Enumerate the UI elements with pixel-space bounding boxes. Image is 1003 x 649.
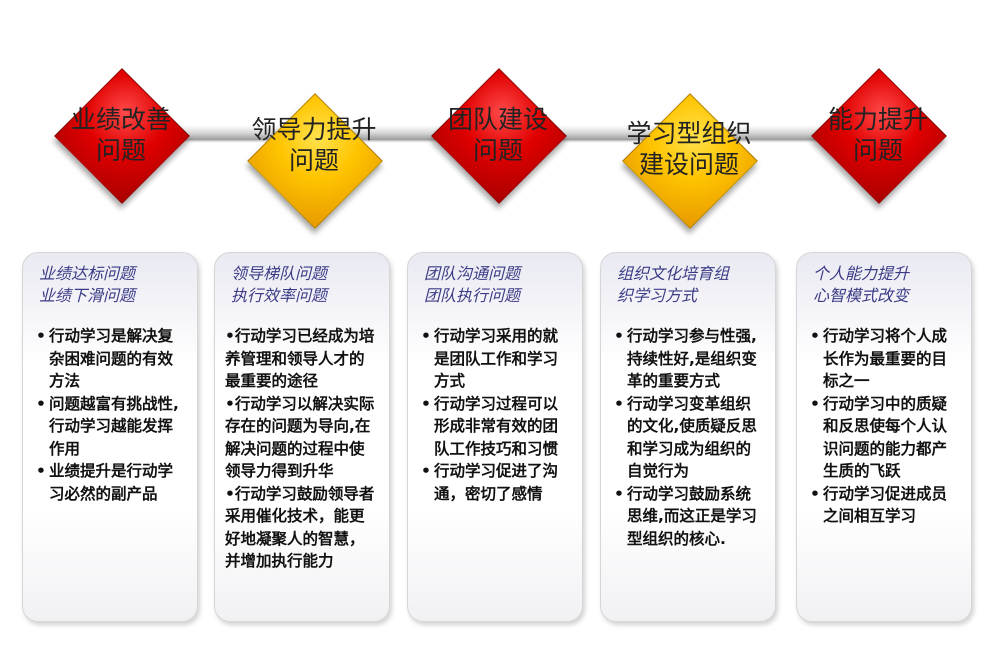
bullet-dot: • bbox=[421, 394, 431, 413]
card-subtitle: 团队沟通问题 团队执行问题 bbox=[424, 264, 521, 305]
bullet-dot: • bbox=[36, 462, 46, 480]
card-5: 个人能力提升 心智模式改变 •行动学习将个人成长作为最重要的目标之一 •行动学习… bbox=[796, 252, 972, 622]
bullet-dot: • bbox=[810, 484, 820, 503]
diamond-label: 团队建设 问题 bbox=[447, 105, 548, 165]
diamond-label: 能力提升 问题 bbox=[827, 105, 928, 165]
bullet-text: 行动学习鼓励系统思维,而这正是学习型组织的核心. bbox=[627, 484, 757, 548]
card-4: 组织文化培育组 织学习方式 • 行动学习参与性强,持续性好,是组织变革的重要方式… bbox=[600, 252, 776, 622]
bullet-text: 行动学习采用的就是团队工作和学习方式 bbox=[434, 327, 559, 390]
bullet-dot: • bbox=[614, 484, 624, 503]
bullet-dot: • bbox=[614, 327, 624, 345]
bullet-dot: • bbox=[614, 394, 624, 413]
bullet-dot: • bbox=[810, 327, 820, 345]
bullet-text: 业绩提升是行动学习必然的副产品 bbox=[49, 462, 174, 503]
list-item: •业绩提升是行动学习必然的副产品 bbox=[33, 460, 187, 505]
bullet-text: 问题越富有挑战性,行动学习越能发挥作用 bbox=[49, 394, 179, 458]
diamond-label: 业绩改善 问题 bbox=[70, 105, 171, 165]
list-item: •行动学习以解决实际存在的问题为导向,在解决问题的过程中使领导力得到升华 bbox=[225, 394, 375, 481]
list-item: •行动学习变革组织的文化,使质疑反思和学习成为组织的自觉行为 bbox=[611, 393, 765, 483]
card-subtitle: 组织文化培育组 织学习方式 bbox=[617, 264, 730, 305]
card-body: •行动学习采用的就是团队工作和学习方式 •行动学习过程可以形成非常有效的团队工作… bbox=[418, 325, 572, 505]
list-item: •行动学习中的质疑和反思使每个人认识问题的能力都产生质的飞跃 bbox=[807, 393, 961, 483]
list-item: •行动学习鼓励系统思维,而这正是学习型组织的核心. bbox=[611, 483, 765, 551]
list-item: •问题越富有挑战性,行动学习越能发挥作用 bbox=[33, 393, 187, 461]
list-item: •行动学习过程可以形成非常有效的团队工作技巧和习惯 bbox=[418, 393, 572, 461]
card-body: •行动学习已经成为培养管理和领导人才的最重要的途径 •行动学习以解决实际存在的问… bbox=[225, 325, 379, 573]
list-item: •行动学习鼓励领导者采用催化技术，能更好地凝聚人的智慧，并增加执行能力 bbox=[225, 484, 375, 571]
card-subtitle: 领导梯队问题 执行效率问题 bbox=[231, 264, 328, 305]
card-subtitle: 个人能力提升 心智模式改变 bbox=[813, 264, 910, 305]
step-diamond-3: 团队建设 问题 bbox=[418, 55, 578, 215]
list-item: •行动学习促进了沟通，密切了感情 bbox=[418, 460, 572, 505]
list-item: •行动学习将个人成长作为最重要的目标之一 bbox=[807, 325, 961, 393]
bullet-text: 行动学习参与性强,持续性好,是组织变革的重要方式 bbox=[627, 327, 757, 390]
bullet-dot: • bbox=[36, 394, 46, 413]
card-subtitle: 业绩达标问题 业绩下滑问题 bbox=[39, 264, 136, 305]
card-body: •行动学习是解决复杂困难问题的有效方法 •问题越富有挑战性,行动学习越能发挥作用… bbox=[33, 325, 187, 505]
list-item: •行动学习促进成员之间相互学习 bbox=[807, 483, 961, 528]
card-3: 团队沟通问题 团队执行问题 •行动学习采用的就是团队工作和学习方式 •行动学习过… bbox=[407, 252, 583, 622]
step-diamond-5: 能力提升 问题 bbox=[798, 55, 958, 215]
bullet-text: 行动学习将个人成长作为最重要的目标之一 bbox=[823, 327, 948, 390]
step-diamond-4: 学习型组织 建设问题 bbox=[609, 80, 769, 240]
bullet-text: 行动学习促进了沟通，密切了感情 bbox=[434, 462, 559, 503]
list-item: •行动学习已经成为培养管理和领导人才的最重要的途径 bbox=[225, 327, 375, 390]
bullet-text: 行动学习是解决复杂困难问题的有效方法 bbox=[49, 327, 174, 390]
list-item: • 行动学习参与性强,持续性好,是组织变革的重要方式 bbox=[611, 325, 765, 393]
list-item: •行动学习是解决复杂困难问题的有效方法 bbox=[33, 325, 187, 393]
step-diamond-2: 领导力提升 问题 bbox=[234, 80, 394, 240]
bullet-dot: • bbox=[36, 327, 46, 345]
diamond-label: 学习型组织 建设问题 bbox=[626, 119, 752, 179]
step-diamond-1: 业绩改善 问题 bbox=[41, 55, 201, 215]
bullet-text: 行动学习促进成员之间相互学习 bbox=[823, 484, 948, 526]
bullet-dot: • bbox=[810, 394, 820, 413]
card-body: •行动学习将个人成长作为最重要的目标之一 •行动学习中的质疑和反思使每个人认识问… bbox=[807, 325, 961, 528]
bullet-text: 行动学习变革组织的文化,使质疑反思和学习成为组织的自觉行为 bbox=[627, 394, 757, 481]
bullet-text: 行动学习过程可以形成非常有效的团队工作技巧和习惯 bbox=[434, 394, 559, 458]
card-body: • 行动学习参与性强,持续性好,是组织变革的重要方式 •行动学习变革组织的文化,… bbox=[611, 325, 765, 550]
bullet-dot: • bbox=[421, 327, 431, 345]
card-2: 领导梯队问题 执行效率问题 •行动学习已经成为培养管理和领导人才的最重要的途径 … bbox=[214, 252, 390, 622]
card-1: 业绩达标问题 业绩下滑问题 •行动学习是解决复杂困难问题的有效方法 •问题越富有… bbox=[22, 252, 198, 622]
bullet-text: 行动学习中的质疑和反思使每个人认识问题的能力都产生质的飞跃 bbox=[823, 394, 948, 481]
list-item: •行动学习采用的就是团队工作和学习方式 bbox=[418, 325, 572, 393]
bullet-dot: • bbox=[421, 462, 431, 480]
diamond-label: 领导力提升 问题 bbox=[251, 115, 377, 175]
